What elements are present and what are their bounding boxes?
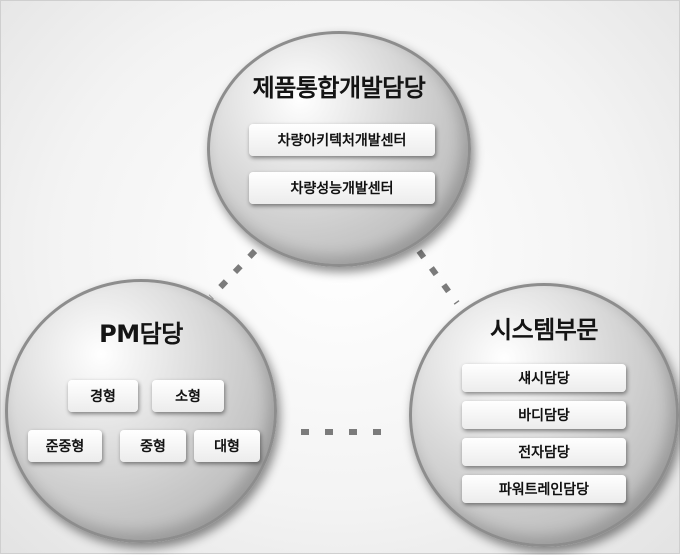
unit-box: 준중형 (28, 430, 102, 462)
node-product-integration: 제품통합개발담당 차량아키텍처개발센터 차량성능개발센터 (207, 31, 471, 267)
node-title: 제품통합개발담당 (252, 74, 426, 102)
unit-box: 소형 (152, 380, 224, 412)
node-system: 시스템부문 섀시담당 바디담당 전자담당 파워트레인담당 (409, 283, 679, 547)
unit-box: 섀시담당 (462, 364, 626, 392)
unit-box: 파워트레인담당 (462, 475, 626, 503)
connector-top-left (208, 248, 258, 300)
unit-box: 대형 (194, 430, 260, 462)
unit-box: 차량성능개발센터 (249, 172, 435, 204)
node-title: 시스템부문 (490, 316, 598, 344)
node-pm: PM담당 경형 소형 준중형 중형 대형 (5, 279, 277, 543)
node-title: PM담당 (99, 320, 183, 348)
unit-box: 차량아키텍처개발센터 (249, 124, 435, 156)
unit-box: 중형 (120, 430, 186, 462)
connector-top-right (416, 249, 460, 305)
unit-box: 바디담당 (462, 401, 626, 429)
unit-box: 경형 (68, 380, 138, 412)
unit-box: 전자담당 (462, 438, 626, 466)
